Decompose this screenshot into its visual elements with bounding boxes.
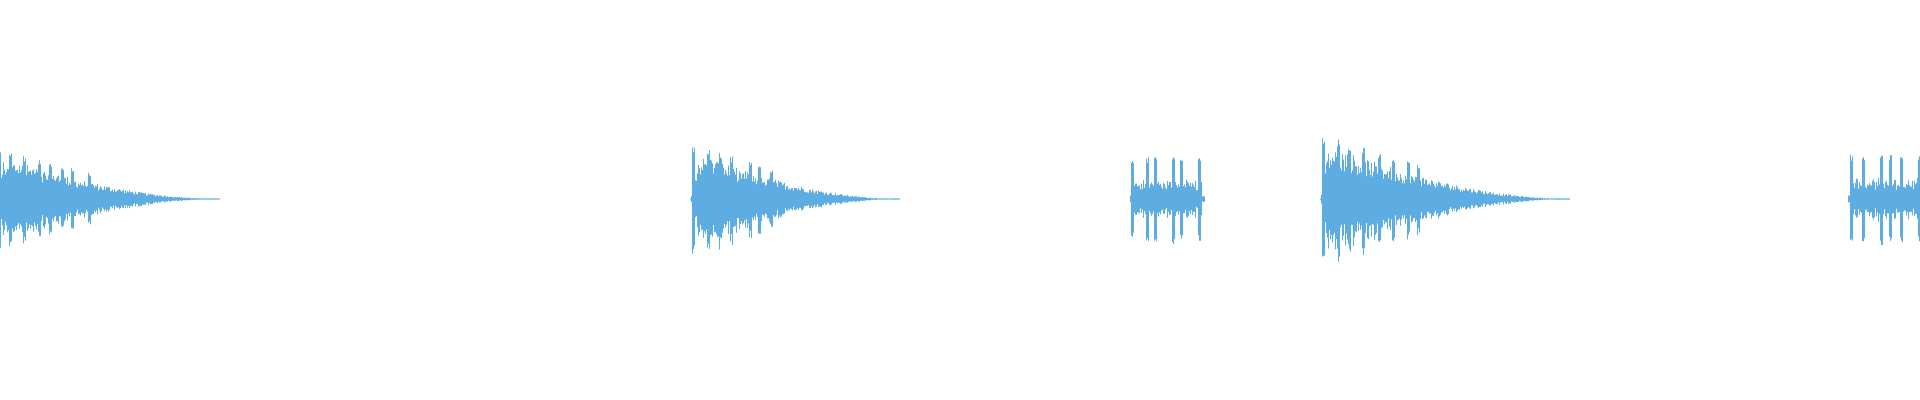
waveform-burst-path [690,147,900,254]
waveform-burst-path [1130,157,1205,244]
waveform-burst-2 [690,147,900,254]
waveform-burst-3 [1130,157,1205,244]
waveform-bursts [0,138,1920,262]
waveform-burst-1 [0,149,220,253]
waveform-burst-path [1848,154,1920,245]
waveform-burst-path [0,149,220,253]
waveform-burst-path [1320,138,1570,262]
waveform-burst-4 [1320,138,1570,262]
waveform-burst-5 [1848,154,1920,245]
